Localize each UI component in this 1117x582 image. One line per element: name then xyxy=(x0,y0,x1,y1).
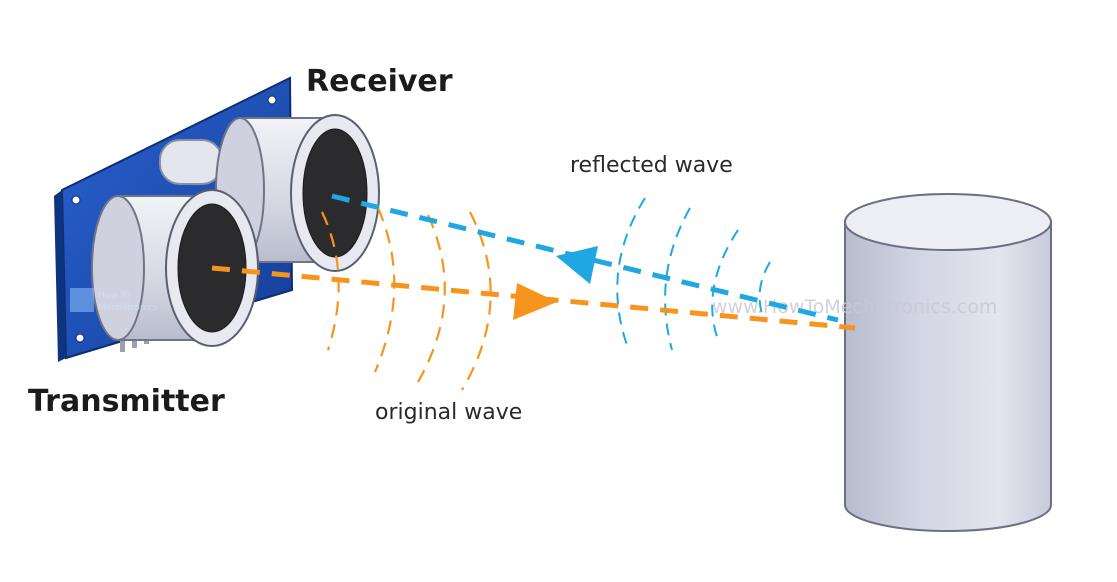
logo-line2: Mechatronics xyxy=(98,303,158,313)
wave-arc xyxy=(758,261,771,323)
wave-arc xyxy=(461,211,492,391)
original-wave-label: original wave xyxy=(375,400,523,425)
wave-arc xyxy=(373,207,396,373)
reflected-wave-label: reflected wave xyxy=(570,153,733,178)
logo-line1: How To xyxy=(98,291,130,301)
wave-arc xyxy=(664,207,691,351)
transmitter-label: Transmitter xyxy=(28,384,225,419)
receiver-label: Receiver xyxy=(306,64,453,99)
original-wave-arrow xyxy=(513,283,557,320)
logo-watermark: How To Mechatronics xyxy=(70,288,158,313)
wave-arc xyxy=(616,197,646,349)
reflected-wave-arrow xyxy=(556,246,598,284)
reflected-wave-beam xyxy=(331,193,839,323)
wave-arc xyxy=(711,229,739,341)
url-watermark: www.HowToMechatronics.com xyxy=(712,296,997,318)
wave-arc xyxy=(417,214,446,383)
crystal-oscillator xyxy=(159,139,223,185)
wave-arc xyxy=(321,211,340,351)
reflected-wave-fronts xyxy=(616,197,771,351)
original-wave-beam xyxy=(211,265,856,331)
transmitter-tube xyxy=(91,189,260,347)
target-object xyxy=(844,193,1052,532)
